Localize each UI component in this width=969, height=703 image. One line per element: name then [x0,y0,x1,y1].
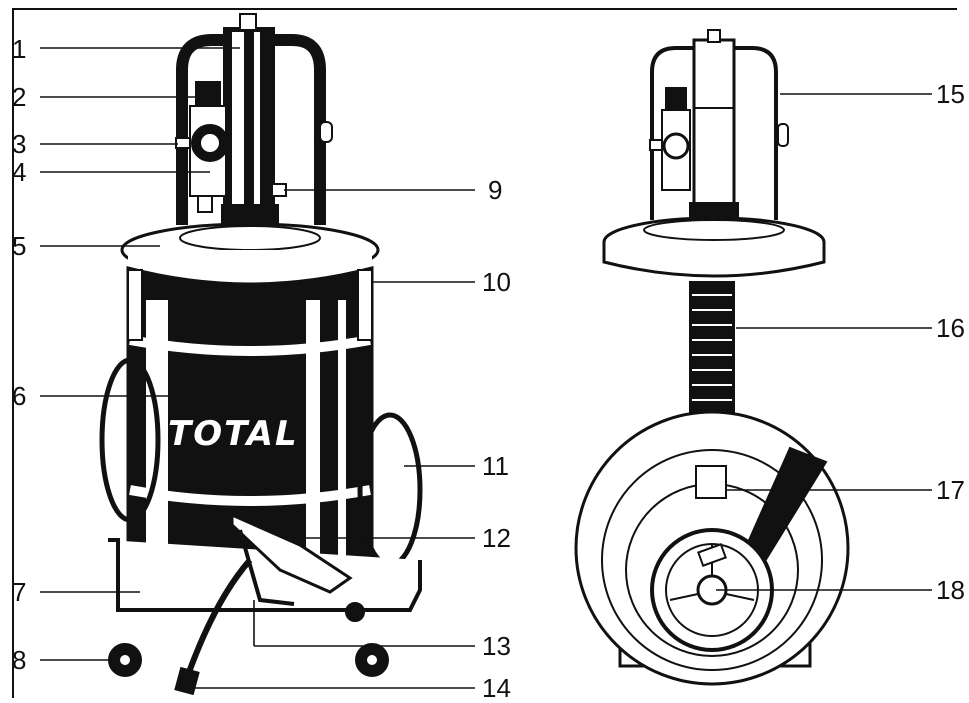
callout-3: 3 [12,129,27,159]
callout-7: 7 [12,577,27,607]
callout-18: 18 [936,575,965,605]
callout-16: 16 [936,313,965,343]
trolley-base [108,538,422,612]
callout-4: 4 [12,157,27,187]
callout-12: 12 [482,523,511,553]
suction-tube [695,465,727,499]
callout-9: 9 [488,175,503,205]
callout-14: 14 [482,673,511,703]
brand-logo: TOTAL [168,414,299,454]
callout-10: 10 [482,267,511,297]
front-view [99,13,423,696]
frame-top-border [12,8,957,10]
callout-11: 11 [482,451,509,481]
pump-cylinder [223,27,275,214]
callout-5: 5 [12,231,27,261]
regulator-knob [195,81,221,107]
callout-8: 8 [12,645,27,675]
callout-6: 6 [12,381,27,411]
grease-gun [230,512,353,594]
grease-gun-hose [185,558,253,677]
callout-1: 1 [12,34,27,64]
frame-left-border [12,8,14,698]
callout-2: 2 [12,82,27,112]
hose-loop-left [99,357,161,523]
leader-lines [40,47,932,689]
side-view [574,29,850,686]
callout-15: 15 [936,79,965,109]
callout-13: 13 [482,631,511,661]
callout-17: 17 [936,475,965,505]
grease-gun-nozzle [174,666,200,696]
